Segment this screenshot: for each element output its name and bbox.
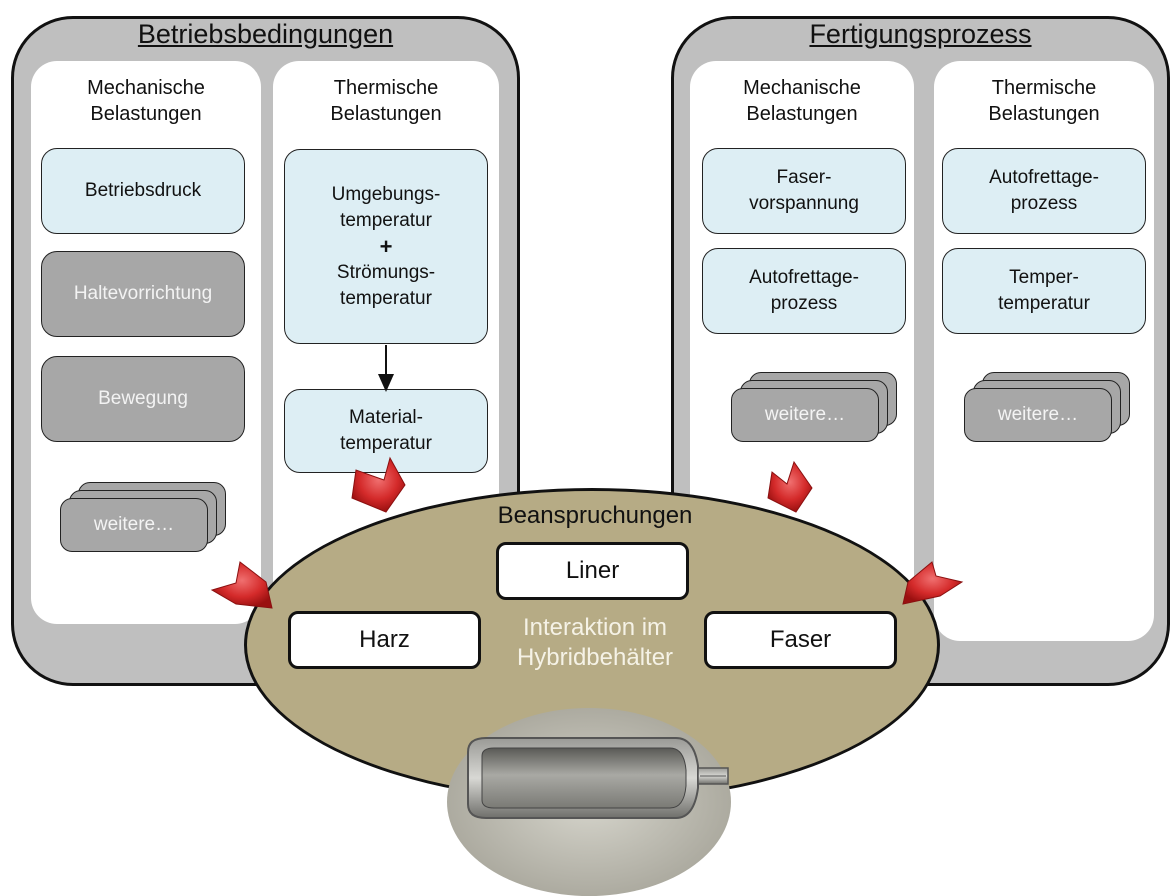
left-thermal-title: Thermische Belastungen — [330, 77, 442, 125]
box-betriebsdruck: Betriebsdruck — [41, 148, 245, 234]
manufacturing-title: Fertigungsprozess — [809, 19, 1032, 49]
umgebungstemperatur-label: Umgebungs- temperatur — [331, 183, 441, 231]
stack-card-front: weitere… — [731, 388, 879, 442]
right-mech-more-stack: weitere… — [731, 372, 901, 442]
stack-card-front: weitere… — [60, 498, 208, 552]
box-materialtemperatur: Material- temperatur — [284, 389, 488, 473]
left-more-stack: weitere… — [60, 482, 230, 552]
part-liner: Liner — [496, 542, 689, 600]
part-harz: Harz — [288, 611, 481, 669]
red-star-arrow-icon — [351, 456, 406, 513]
box-umgebung-stroemung: Umgebungs- temperatur + Strömungs- tempe… — [284, 149, 488, 344]
more-label: weitere… — [93, 514, 175, 535]
box-haltevorrichtung: Haltevorrichtung — [41, 251, 245, 337]
box-faservorspannung: Faser- vorspannung — [702, 148, 906, 234]
right-mechanical-title: Mechanische Belastungen — [743, 77, 861, 125]
operating-conditions-title: Betriebsbedingungen — [137, 19, 394, 49]
red-star-arrow-icon — [767, 460, 813, 513]
plus-sign: + — [379, 233, 393, 259]
stroemungstemperatur-label: Strömungs- temperatur — [336, 261, 436, 309]
right-thermal-title: Thermische Belastungen — [988, 77, 1100, 125]
stress-title: Beanspruchungen — [497, 502, 693, 529]
more-label: weitere… — [764, 404, 846, 425]
box-tempertemperatur: Temper- temperatur — [942, 248, 1146, 334]
red-star-arrow-icon — [902, 561, 964, 605]
pressure-vessel-photo — [447, 708, 731, 896]
more-label: weitere… — [997, 404, 1079, 425]
right-therm-more-stack: weitere… — [964, 372, 1134, 442]
interaction-label: Interaktion im Hybridbehälter — [516, 614, 674, 671]
left-mechanical-title: Mechanische Belastungen — [87, 77, 205, 125]
box-autofrettage-mech: Autofrettage- prozess — [702, 248, 906, 334]
red-star-arrow-icon — [210, 561, 273, 609]
stack-card-front: weitere… — [964, 388, 1112, 442]
box-autofrettage-therm: Autofrettage- prozess — [942, 148, 1146, 234]
part-faser: Faser — [704, 611, 897, 669]
box-bewegung: Bewegung — [41, 356, 245, 442]
